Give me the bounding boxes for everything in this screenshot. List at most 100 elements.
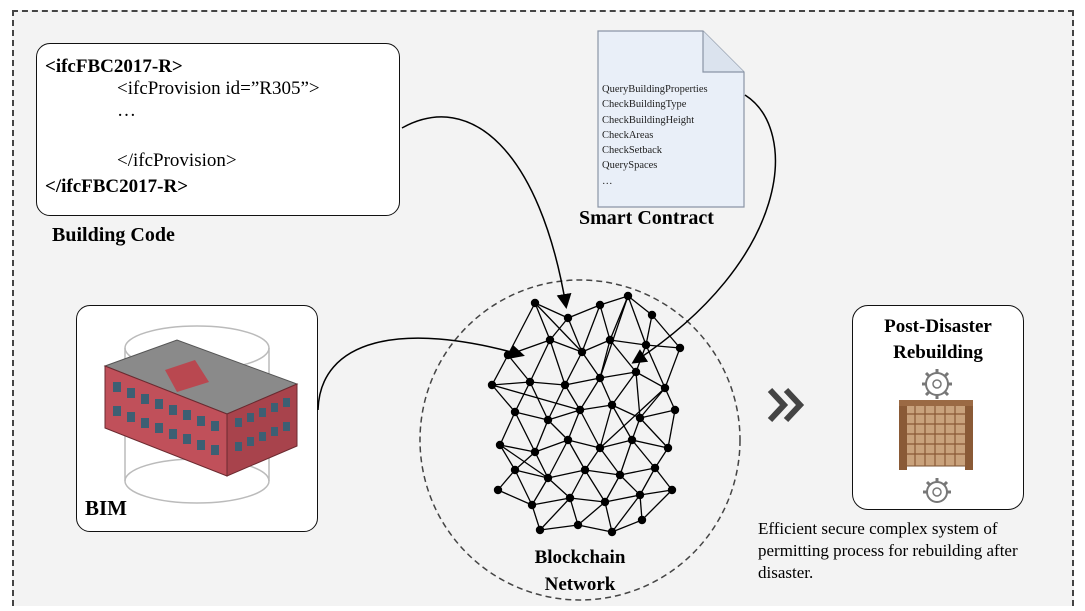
network-edge: [549, 317, 569, 341]
contract-line: QuerySpaces: [602, 160, 658, 172]
description-text: Efficient secure complex system of permi…: [758, 518, 1085, 584]
network-edge: [599, 304, 611, 341]
building-code-label: Building Code: [52, 224, 175, 246]
network-edge: [609, 339, 637, 373]
network-edge: [569, 497, 579, 526]
network-edge: [491, 384, 581, 411]
smart-contract-label: Smart Contract: [579, 207, 714, 229]
network-edge: [581, 304, 601, 353]
network-node: [637, 515, 647, 525]
network-edge: [599, 295, 629, 306]
network-edge: [639, 489, 673, 496]
network-edge: [639, 409, 676, 419]
arrow-bim-to-network: [317, 337, 525, 411]
network-edge: [579, 377, 601, 411]
blockchain-label-1: Blockchain: [535, 547, 626, 568]
blockchain-network-graph: [487, 291, 685, 537]
network-edge: [611, 371, 637, 406]
network-node: [675, 343, 685, 353]
network-edge: [534, 302, 551, 341]
network-edge: [645, 344, 681, 349]
network-edge: [599, 447, 621, 476]
network-edge: [584, 447, 601, 471]
gear-icon: [922, 369, 952, 399]
network-node: [623, 291, 633, 301]
network-edge: [547, 409, 581, 421]
network-edge: [667, 409, 676, 449]
network-edge: [499, 444, 536, 453]
network-node: [577, 347, 587, 357]
network-edge: [611, 404, 633, 441]
network-edge: [619, 439, 633, 476]
network-node: [530, 447, 540, 457]
network-edge: [604, 501, 613, 533]
network-node: [605, 335, 615, 345]
network-edge: [529, 381, 549, 421]
network-edge: [631, 439, 669, 449]
network-edge: [564, 351, 583, 386]
network-edge: [611, 494, 641, 533]
bim-box: BIM: [76, 305, 318, 532]
network-node: [627, 435, 637, 445]
network-node: [650, 463, 660, 473]
network-node: [607, 527, 617, 537]
network-edge: [547, 477, 571, 499]
network-edge: [604, 474, 621, 503]
network-edge: [564, 377, 601, 386]
description-line-1: Efficient secure complex system of: [758, 519, 998, 538]
network-node: [670, 405, 680, 415]
contract-line: CheckBuildingHeight: [602, 114, 695, 126]
network-edge: [635, 371, 666, 389]
network-edge: [584, 469, 621, 476]
network-node: [565, 493, 575, 503]
network-edge: [564, 384, 581, 411]
network-edge: [639, 417, 669, 449]
network-edge: [514, 411, 549, 421]
code-line-1: <ifcFBC2017-R>: [45, 56, 183, 77]
double-chevron-icon: [767, 387, 805, 423]
network-edge: [491, 384, 516, 413]
network-node: [543, 473, 553, 483]
contract-line: CheckBuildingType: [602, 99, 687, 111]
network-edge: [599, 439, 633, 449]
network-node: [545, 335, 555, 345]
network-edge: [547, 384, 566, 421]
timber-frame-icon: [899, 400, 973, 470]
network-edge: [549, 339, 566, 386]
building-code-box: <ifcFBC2017-R> <ifcProvision id=”R305”> …: [36, 43, 400, 216]
network-edge: [635, 371, 641, 419]
network-edge: [547, 439, 569, 479]
network-edge: [635, 344, 647, 373]
network-node: [487, 380, 497, 390]
network-edge: [609, 339, 647, 346]
network-edge: [604, 494, 641, 503]
network-node: [647, 310, 657, 320]
network-node: [527, 500, 537, 510]
network-edge: [491, 354, 509, 386]
rebuilding-illustration: [899, 369, 973, 503]
network-edge: [499, 444, 516, 471]
network-node: [607, 400, 617, 410]
network-edge: [534, 419, 549, 453]
network-edge: [497, 469, 516, 491]
network-node: [495, 440, 505, 450]
contract-line: …: [602, 175, 613, 187]
network-edge: [514, 469, 549, 479]
network-edge: [531, 497, 571, 506]
network-node: [615, 470, 625, 480]
description-line-3: disaster.: [758, 563, 814, 582]
network-edge: [664, 347, 681, 389]
network-edge: [534, 302, 569, 319]
network-edge: [611, 519, 643, 533]
network-edge: [641, 489, 673, 521]
code-line-3: …: [117, 100, 136, 121]
network-edge: [581, 339, 611, 353]
network-edge: [577, 501, 606, 526]
code-line-5: </ifcFBC2017-R>: [45, 176, 189, 197]
network-edge: [579, 409, 601, 449]
network-node: [525, 377, 535, 387]
network-edge: [645, 314, 653, 346]
network-edge: [619, 474, 641, 496]
network-edge: [569, 497, 606, 503]
